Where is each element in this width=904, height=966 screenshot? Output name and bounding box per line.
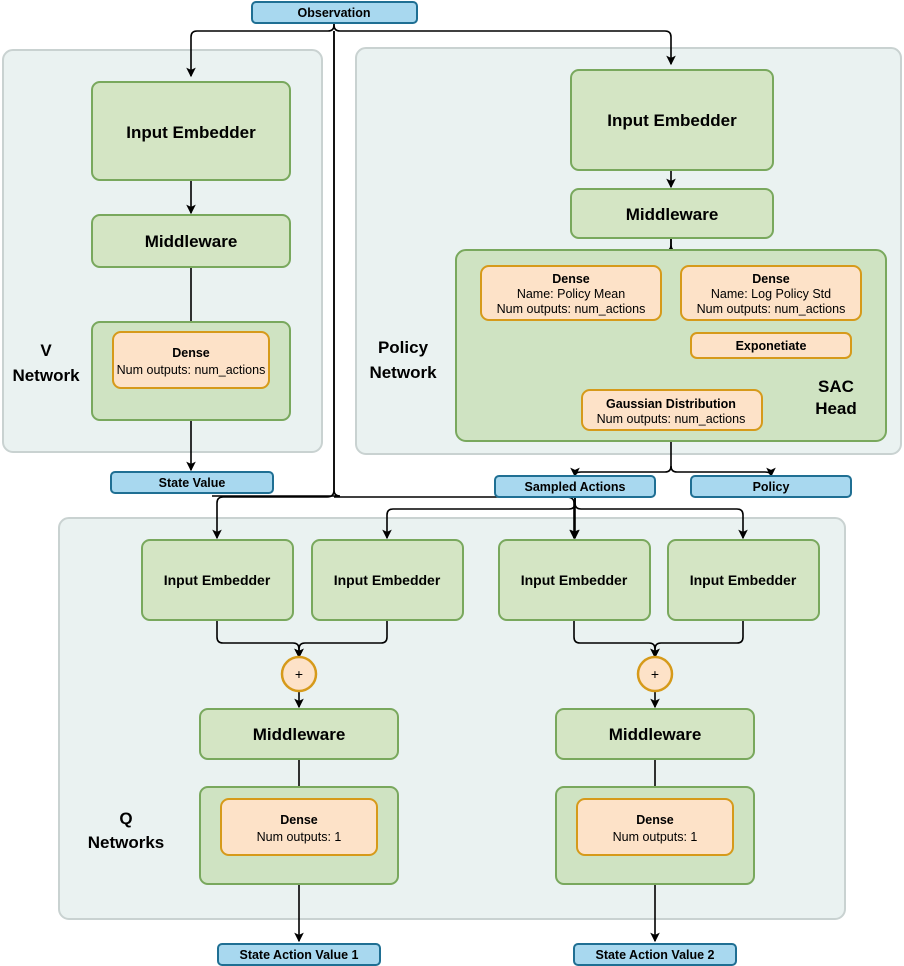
v-dense-node[interactable]: Dense Num outputs: num_actions	[112, 331, 270, 389]
policy-network-label-line2: Network	[369, 363, 437, 382]
io-state-action-value-1-label: State Action Value 1	[239, 948, 358, 962]
sac-head-label-line2: Head	[815, 399, 857, 418]
q2-input-embedder-4[interactable]: Input Embedder	[667, 539, 820, 621]
q2-middleware[interactable]: Middleware	[555, 708, 755, 760]
q2-dense-node[interactable]: Dense Num outputs: 1	[576, 798, 734, 856]
q1-dense-group: Dense Num outputs: 1	[199, 786, 399, 885]
policy-input-embedder-label: Input Embedder	[607, 111, 737, 130]
io-policy[interactable]: Policy	[690, 475, 852, 498]
exponetiate-label: Exponetiate	[736, 339, 807, 353]
io-state-value-label: State Value	[159, 476, 226, 490]
q2-dense-outputs: Num outputs: 1	[613, 830, 698, 844]
gaussian-distribution-outputs: Num outputs: num_actions	[597, 412, 746, 426]
q1-middleware-label: Middleware	[253, 725, 346, 744]
v-dense-outputs: Num outputs: num_actions	[117, 363, 266, 377]
v-input-embedder-label: Input Embedder	[126, 123, 256, 142]
edge-q1-ie2-to-add	[294, 620, 388, 659]
q2-input-embedder-4-label: Input Embedder	[690, 572, 797, 588]
q2-dense-title: Dense	[636, 813, 674, 827]
v-middleware-label: Middleware	[145, 232, 238, 251]
dense-log-policy-std[interactable]: Dense Name: Log Policy Std Num outputs: …	[680, 265, 862, 321]
q2-input-embedder-3-label: Input Embedder	[521, 572, 628, 588]
policy-middleware-label: Middleware	[626, 205, 719, 224]
dense-log-policy-std-outputs: Num outputs: num_actions	[697, 302, 846, 316]
q1-dense-outputs: Num outputs: 1	[257, 830, 342, 844]
io-observation[interactable]: Observation	[251, 1, 418, 24]
edge-observation-q-left	[212, 31, 335, 540]
q1-add-label: +	[295, 666, 303, 682]
io-sampled-actions-label: Sampled Actions	[525, 480, 626, 494]
q1-input-embedder-1[interactable]: Input Embedder	[141, 539, 294, 621]
sac-head-label-line1: SAC	[818, 377, 854, 396]
io-state-action-value-2[interactable]: State Action Value 2	[573, 943, 737, 966]
v-network-label-line1: V	[40, 341, 52, 360]
q-networks-label-line1: Q	[119, 809, 132, 828]
io-state-action-value-1[interactable]: State Action Value 1	[217, 943, 381, 966]
policy-input-embedder[interactable]: Input Embedder	[570, 69, 774, 171]
v-dense-title: Dense	[172, 346, 210, 360]
io-policy-label: Policy	[753, 480, 790, 494]
q2-add-label: +	[651, 666, 659, 682]
dense-log-policy-std-title: Dense	[752, 272, 790, 286]
edge-observation-right	[333, 23, 676, 66]
io-observation-label: Observation	[298, 6, 371, 20]
gaussian-distribution-node[interactable]: Gaussian Distribution Num outputs: num_a…	[581, 389, 763, 431]
q1-dense-node[interactable]: Dense Num outputs: 1	[220, 798, 378, 856]
q1-input-embedder-1-label: Input Embedder	[164, 572, 271, 588]
io-state-action-value-2-label: State Action Value 2	[595, 948, 714, 962]
v-network-label-line2: Network	[12, 366, 80, 385]
dense-policy-mean-name: Name: Policy Mean	[517, 287, 625, 301]
v-middleware[interactable]: Middleware	[91, 214, 291, 268]
gaussian-distribution-title: Gaussian Distribution	[606, 397, 736, 411]
q1-add-node[interactable]: +	[280, 655, 318, 693]
policy-middleware[interactable]: Middleware	[570, 188, 774, 239]
io-sampled-actions[interactable]: Sampled Actions	[494, 475, 656, 498]
exponetiate-node[interactable]: Exponetiate	[690, 332, 852, 359]
v-dense-group: Dense Num outputs: num_actions	[91, 321, 291, 421]
v-input-embedder[interactable]: Input Embedder	[91, 81, 291, 181]
q2-add-node[interactable]: +	[636, 655, 674, 693]
q2-middleware-label: Middleware	[609, 725, 702, 744]
q2-input-embedder-3[interactable]: Input Embedder	[498, 539, 651, 621]
q2-dense-group: Dense Num outputs: 1	[555, 786, 755, 885]
edge-gauss-to-policy	[670, 465, 776, 478]
q1-input-embedder-2[interactable]: Input Embedder	[311, 539, 464, 621]
sac-head-group: SAC Head Dense Name: Policy Mean Num out…	[455, 249, 887, 442]
policy-network-label-line1: Policy	[378, 338, 429, 357]
q1-input-embedder-2-label: Input Embedder	[334, 572, 441, 588]
dense-policy-mean-outputs: Num outputs: num_actions	[497, 302, 646, 316]
dense-policy-mean[interactable]: Dense Name: Policy Mean Num outputs: num…	[480, 265, 662, 321]
dense-policy-mean-title: Dense	[552, 272, 590, 286]
io-state-value[interactable]: State Value	[110, 471, 274, 494]
q1-middleware[interactable]: Middleware	[199, 708, 399, 760]
edge-q2-ie4-to-add	[650, 620, 744, 659]
q-networks-label-line2: Networks	[88, 833, 165, 852]
q1-dense-title: Dense	[280, 813, 318, 827]
dense-log-policy-std-name: Name: Log Policy Std	[711, 287, 831, 301]
